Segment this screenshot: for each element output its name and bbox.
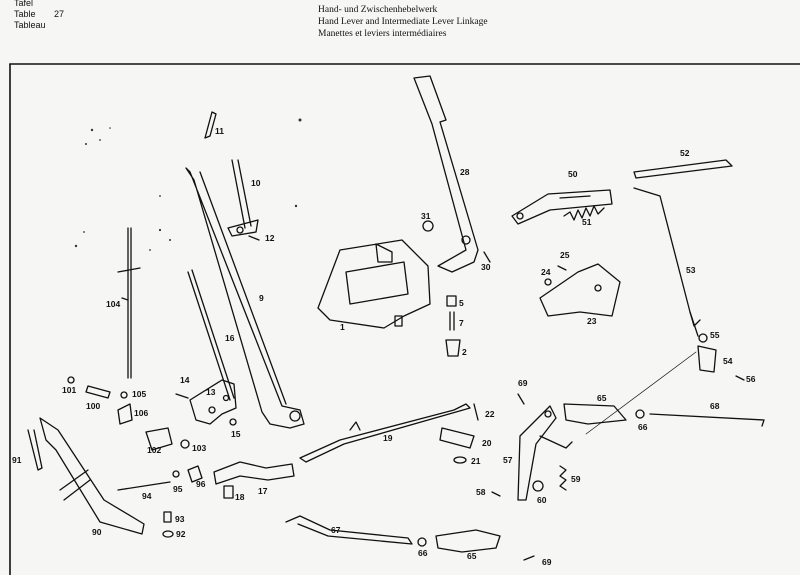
callout-20: 20 xyxy=(482,438,492,448)
table-header: Tafel Table 27 Tableau xyxy=(14,0,64,31)
callout-16: 16 xyxy=(225,333,235,343)
callout-92: 92 xyxy=(176,529,186,539)
callout-15: 15 xyxy=(231,429,241,439)
callout-69-lower: 69 xyxy=(542,557,552,567)
callout-7: 7 xyxy=(459,318,464,328)
callout-18: 18 xyxy=(235,492,245,502)
callout-11: 11 xyxy=(215,126,224,136)
callout-5: 5 xyxy=(459,298,464,308)
callout-55: 55 xyxy=(710,330,720,340)
callout-31: 31 xyxy=(421,211,431,221)
callout-23: 23 xyxy=(587,316,597,326)
callout-65-lower: 65 xyxy=(467,551,477,561)
callout-69-upper: 69 xyxy=(518,378,528,388)
callout-94: 94 xyxy=(142,491,152,501)
callout-22: 22 xyxy=(485,409,495,419)
callout-52: 52 xyxy=(680,148,690,158)
callout-24: 24 xyxy=(541,267,551,277)
callout-93: 93 xyxy=(175,514,185,524)
callout-13: 13 xyxy=(206,387,216,397)
callout-30: 30 xyxy=(481,262,491,272)
callout-14: 14 xyxy=(180,375,190,385)
callout-106: 106 xyxy=(134,408,149,418)
callout-60: 60 xyxy=(537,495,547,505)
callout-21: 21 xyxy=(471,456,481,466)
callout-59: 59 xyxy=(571,474,581,484)
callout-103: 103 xyxy=(192,443,207,453)
callout-50: 50 xyxy=(568,169,578,179)
callout-1: 1 xyxy=(340,322,345,332)
callout-68: 68 xyxy=(710,401,720,411)
callout-53: 53 xyxy=(686,265,696,275)
callout-9: 9 xyxy=(259,293,264,303)
callout-2: 2 xyxy=(462,347,467,357)
callout-58: 58 xyxy=(476,487,486,497)
callout-102: 102 xyxy=(147,445,162,455)
callout-25: 25 xyxy=(560,250,570,260)
callout-90: 90 xyxy=(92,527,102,537)
callout-101: 101 xyxy=(62,385,77,395)
callout-67: 67 xyxy=(331,525,341,535)
callout-66-lower: 66 xyxy=(418,548,428,558)
tableau-label: Tableau xyxy=(14,20,46,30)
callout-66-right: 66 xyxy=(638,422,648,432)
callout-56: 56 xyxy=(746,374,756,384)
callout-96: 96 xyxy=(196,479,206,489)
callout-17: 17 xyxy=(258,486,268,496)
callout-28: 28 xyxy=(460,167,470,177)
callout-104: 104 xyxy=(106,299,121,309)
callout-57: 57 xyxy=(503,455,513,465)
callout-91: 91 xyxy=(12,455,22,465)
callout-51: 51 xyxy=(582,217,592,227)
callout-54: 54 xyxy=(723,356,733,366)
callout-65-upper: 65 xyxy=(597,393,607,403)
section-title: Hand- und Zwischenhebelwerk Hand Lever a… xyxy=(318,4,488,40)
table-number: 27 xyxy=(54,9,65,19)
title-german: Hand- und Zwischenhebelwerk xyxy=(318,5,438,15)
title-english: Hand Lever and Intermediate Lever Linkag… xyxy=(318,17,488,27)
callout-105: 105 xyxy=(132,389,147,399)
callout-12: 12 xyxy=(265,233,275,243)
callout-95: 95 xyxy=(173,484,183,494)
title-french: Manettes et leviers intermédiaires xyxy=(318,29,447,39)
callout-10: 10 xyxy=(251,178,261,188)
callout-19: 19 xyxy=(383,433,393,443)
tafel-label: Tafel xyxy=(14,0,34,8)
table-label: Table xyxy=(14,9,36,19)
callout-100: 100 xyxy=(86,401,101,411)
